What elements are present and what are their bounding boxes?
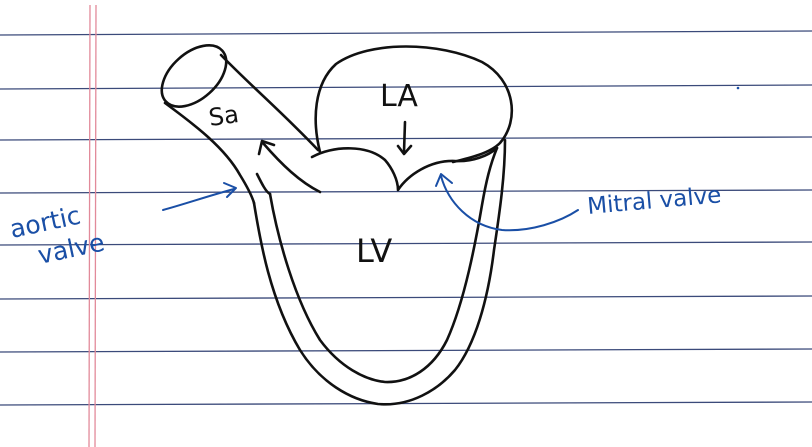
ruled-line xyxy=(0,349,812,352)
label-mitral-valve: Mitral valve xyxy=(586,182,722,220)
label-la: LA xyxy=(380,79,418,114)
label-sa: Sa xyxy=(207,100,241,132)
ruled-line xyxy=(0,137,812,140)
margin-line xyxy=(89,5,96,447)
ruled-line xyxy=(0,296,812,299)
ruled-line xyxy=(0,31,812,35)
aortic-valve-cusp xyxy=(257,174,270,194)
mitral-valve-pointer xyxy=(436,174,578,230)
flow-arrow-aorta xyxy=(259,141,320,192)
ink-dot xyxy=(737,87,740,90)
aortic-valve-pointer xyxy=(163,183,236,210)
label-lv: LV xyxy=(356,232,392,270)
ruled-line xyxy=(0,242,812,245)
